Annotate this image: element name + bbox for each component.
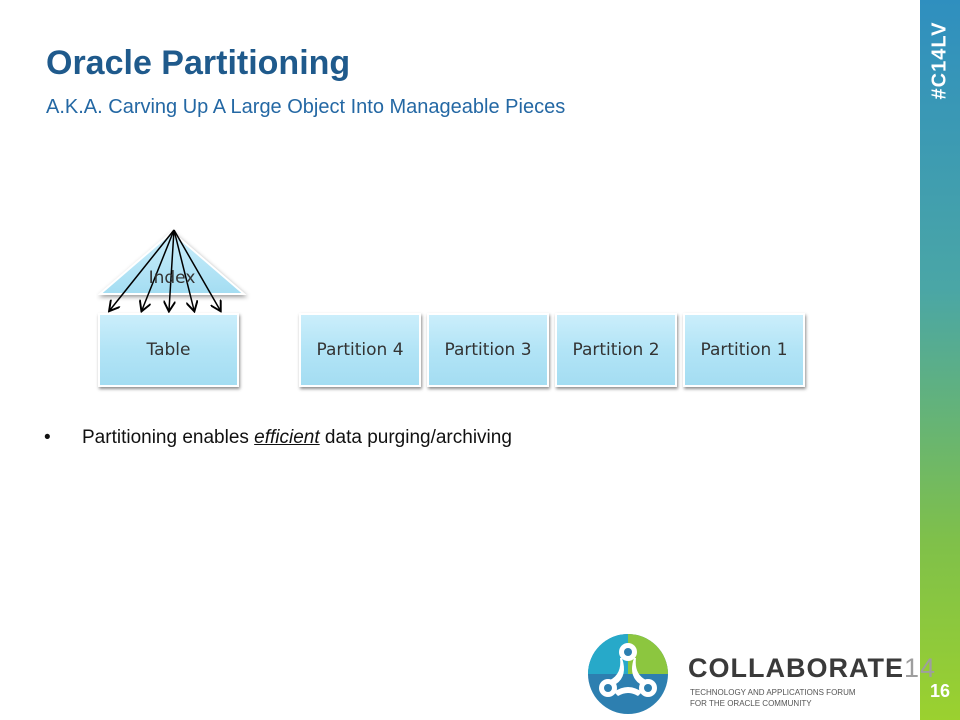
logo-tagline-2: FOR THE ORACLE COMMUNITY bbox=[690, 699, 812, 708]
logo-year: 14 bbox=[903, 653, 937, 683]
bullet-text-start: Partitioning enables bbox=[82, 427, 255, 448]
bullet-text-end: data purging/archiving bbox=[319, 427, 512, 448]
bullet-text: Partitioning enables efficient data purg… bbox=[82, 427, 512, 449]
index-label: Index bbox=[148, 268, 196, 288]
slide-subtitle: A.K.A. Carving Up A Large Object Into Ma… bbox=[46, 96, 566, 118]
table-box: Table bbox=[98, 313, 239, 387]
sidebar-band: #C14LV 16 bbox=[920, 0, 960, 720]
bullet-emphasis: efficient bbox=[254, 427, 320, 448]
partition-4-box: Partition 4 bbox=[299, 313, 421, 387]
partition-2-box: Partition 2 bbox=[555, 313, 677, 387]
hashtag-text: #C14LV bbox=[928, 21, 951, 99]
index-triangle bbox=[97, 229, 247, 324]
bullet-point: • Partitioning enables efficient data pu… bbox=[44, 427, 512, 449]
hashtag: #C14LV bbox=[920, 0, 960, 120]
partition-1-box: Partition 1 bbox=[683, 313, 805, 387]
page-number: 16 bbox=[929, 681, 951, 701]
logo-name-text: COLLABORATE bbox=[688, 653, 904, 683]
logo-tagline-1: TECHNOLOGY AND APPLICATIONS FORUM bbox=[690, 688, 856, 697]
slide-title: Oracle Partitioning bbox=[46, 44, 351, 82]
logo-wordmark: COLLABORATE14 bbox=[688, 653, 936, 684]
collaborate-logo-icon bbox=[588, 634, 668, 714]
bullet-dot: • bbox=[44, 427, 51, 448]
partition-3-box: Partition 3 bbox=[427, 313, 549, 387]
